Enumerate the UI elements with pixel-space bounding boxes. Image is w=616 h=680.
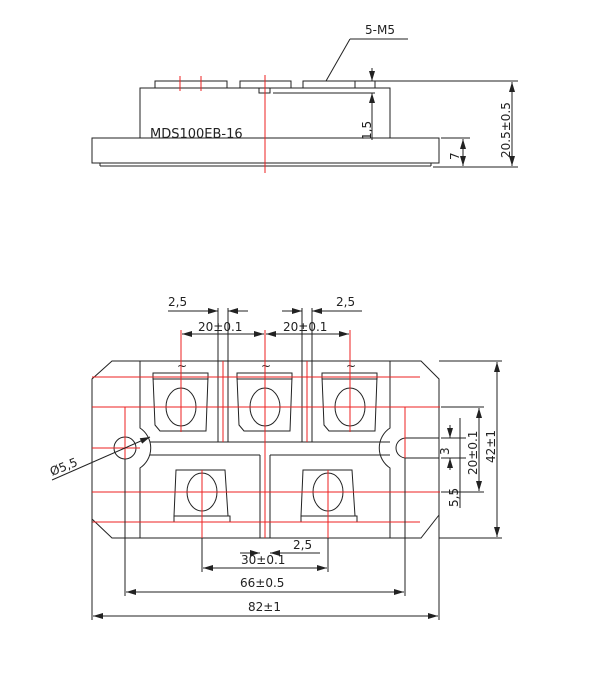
dim-top-pitch-right: 20±0.1 xyxy=(283,320,327,334)
dim-bottom-gap: 2,5 xyxy=(293,538,312,552)
part-label: MDS100EB-16 xyxy=(150,127,243,142)
dim-overall-length: 82±1 xyxy=(248,600,281,614)
side-view: MDS100EB-16 5-M5 1,5 20.5±0.5 7 xyxy=(91,23,518,173)
dim-top-left-gap: 2,5 xyxy=(168,295,187,309)
dim-total-height: 20.5±0.5 xyxy=(499,102,513,158)
terminal xyxy=(302,80,376,89)
terminal-bottom-2 xyxy=(300,469,358,523)
terminal-mark: ~ xyxy=(177,359,187,373)
dim-mount-spacing: 66±0.5 xyxy=(240,576,284,590)
terminal-mark: ~ xyxy=(261,359,271,373)
thread-callout: 5-M5 xyxy=(365,23,395,37)
dim-terminal-offset: 1,5 xyxy=(360,121,374,140)
terminal xyxy=(154,80,228,89)
base-outline xyxy=(91,360,440,539)
dim-slot-width: 3 xyxy=(438,447,452,455)
centerlines xyxy=(92,330,440,538)
dim-row-pitch: 20±0.1 xyxy=(466,431,480,475)
dim-top-right-gap: 2,5 xyxy=(336,295,355,309)
dim-top-pitch-left: 20±0.1 xyxy=(198,320,242,334)
dim-overall-width: 42±1 xyxy=(484,430,498,463)
dim-base-height: 7 xyxy=(448,152,462,160)
terminal-mark: ~ xyxy=(346,359,356,373)
dim-edge-offset: 5,5 xyxy=(447,488,461,507)
top-view: ~ ~ ~ Ø5,5 2,5 xyxy=(48,295,502,620)
dim-bottom-pitch: 30±0.1 xyxy=(241,553,285,567)
